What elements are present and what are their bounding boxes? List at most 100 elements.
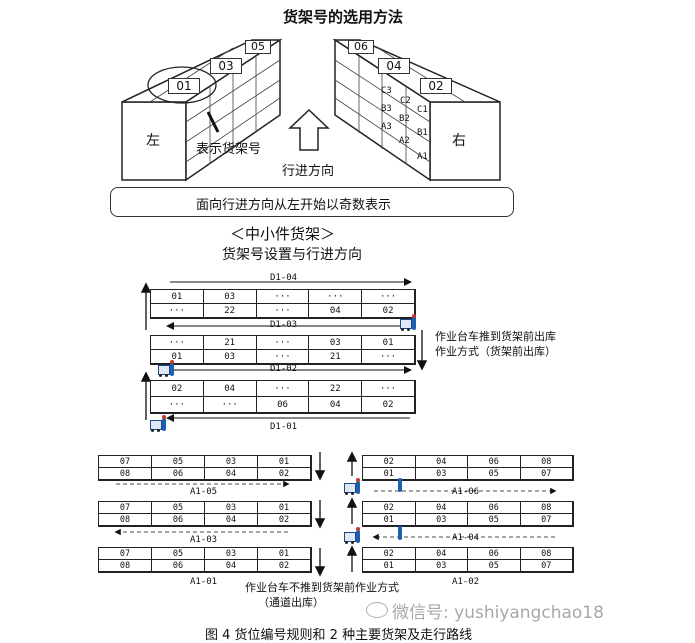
rack-cell: 07: [520, 560, 573, 572]
cell-label-a3: A3: [381, 122, 392, 132]
rack-cell: ···: [203, 397, 257, 413]
rack-cell: 04: [309, 304, 363, 318]
rack-cell: ···: [309, 290, 363, 304]
rack-cell: 04: [205, 560, 258, 572]
rack-cell: 01: [258, 502, 311, 514]
rack-cell: 02: [258, 468, 311, 480]
rack-cell: ···: [256, 336, 310, 350]
rack-cell: 04: [415, 548, 468, 560]
rack-cell: 01: [258, 548, 311, 560]
cell-label-a2: A2: [399, 136, 410, 146]
aisle-label-d1-01: D1-01: [270, 422, 298, 432]
rack-cell: 01: [151, 350, 204, 364]
diagram-title: 货架号的选用方法: [283, 8, 404, 26]
cart-worker-icon: [400, 314, 416, 331]
rack-cell: 01: [363, 468, 416, 480]
rack-cell: 03: [205, 548, 258, 560]
rack-cell: 08: [520, 548, 573, 560]
bottom-annotation-2: （通道出库）: [258, 596, 324, 609]
left-tag-01: 01: [168, 78, 200, 94]
cell-label-b1: B1: [417, 128, 428, 138]
rack-cell: 07: [99, 456, 152, 468]
walking-worker-icon: [398, 478, 402, 492]
rack-cell: 08: [99, 468, 152, 480]
rack-cell: 03: [203, 350, 257, 364]
rack-cell: 05: [468, 514, 521, 526]
right-tag-02: 02: [420, 78, 452, 94]
rack-cell: 03: [309, 336, 363, 350]
aisle-rack-right-2: 02 04 06 08 01 03 05 07: [362, 501, 574, 527]
small-parts-subheading: 货架号设置与行进方向: [222, 247, 362, 263]
aisle-label-d1-04: D1-04: [270, 273, 298, 283]
rack-cell: 08: [520, 502, 573, 514]
rack-cell: ···: [256, 381, 310, 397]
rack-cell: 02: [363, 502, 416, 514]
aisle-label-a1-04: A1-04: [452, 533, 480, 543]
rack-cell: 03: [415, 468, 468, 480]
rack-cell: 21: [203, 336, 257, 350]
small-rack-1: 01 03 ··· ··· ··· ··· 22 ··· 04 02: [150, 289, 416, 319]
cell-label-c3: C3: [381, 86, 392, 96]
rack-cell: 02: [258, 514, 311, 526]
bottom-annotation-1: 作业台车不推到货架前作业方式: [245, 581, 399, 594]
rack-cell: ···: [151, 397, 204, 413]
walking-worker-icon: [398, 526, 402, 540]
small-rack-2: ··· 21 ··· 03 01 01 03 ··· 21 ···: [150, 335, 416, 365]
rack-cell: 05: [468, 468, 521, 480]
aisle-label-a1-06: A1-06: [452, 487, 480, 497]
rack-cell: 02: [362, 397, 415, 413]
aisle-label-a1-05: A1-05: [190, 487, 218, 497]
aisle-label-a1-03: A1-03: [190, 535, 218, 545]
rack-cell: 07: [99, 502, 152, 514]
cell-label-a1: A1: [417, 152, 428, 162]
rack-cell: 01: [363, 560, 416, 572]
rack-cell: 05: [152, 502, 205, 514]
rack-cell: 03: [415, 514, 468, 526]
rack-cell: 04: [309, 397, 363, 413]
left-tag-03: 03: [210, 58, 242, 74]
rack-cell: ···: [151, 336, 204, 350]
rack-cell: 05: [152, 548, 205, 560]
rack-cell: 02: [258, 560, 311, 572]
small-parts-heading: ＜中小件货架＞: [230, 225, 336, 243]
rack-cell: 06: [468, 548, 521, 560]
rack-cell: 02: [151, 381, 204, 397]
small-rack-3: 02 04 ··· 22 ··· ··· ··· 06 04 02: [150, 380, 416, 414]
rack-cell: ···: [362, 381, 415, 397]
rack-cell: 06: [152, 560, 205, 572]
rack-cell: 07: [520, 514, 573, 526]
rack-cell: ···: [362, 290, 415, 304]
cart-worker-icon: [344, 478, 360, 495]
aisle-label-d1-03: D1-03: [270, 320, 298, 330]
aisle-rack-left-2: 07 05 03 01 08 06 04 02: [98, 501, 312, 527]
rack-cell: ···: [362, 350, 415, 364]
rack-cell: 01: [258, 456, 311, 468]
rack-cell: 08: [99, 560, 152, 572]
rack-cell: 08: [99, 514, 152, 526]
aisle-rack-right-1: 02 04 06 08 01 03 05 07: [362, 455, 574, 481]
rack-cell: 22: [203, 304, 257, 318]
small-parts-annotation-2: 作业方式（货架前出库）: [435, 345, 556, 358]
rack-cell: 04: [203, 381, 257, 397]
left-tag-05: 05: [245, 40, 271, 54]
rule-box: [110, 187, 514, 217]
rack-cell: 01: [151, 290, 204, 304]
small-parts-annotation-1: 作业台车推到货架前出库: [435, 330, 556, 343]
cart-worker-icon: [150, 415, 166, 432]
cell-label-c1: C1: [417, 105, 428, 115]
rack-cell: 06: [256, 397, 310, 413]
cart-worker-icon: [344, 527, 360, 544]
rack-cell: 03: [415, 560, 468, 572]
rack-cell: 02: [362, 304, 415, 318]
watermark: 微信号: yushiyangchao18: [392, 603, 604, 623]
rack-cell: ···: [256, 350, 310, 364]
rack-cell: 08: [520, 456, 573, 468]
rack-cell: 06: [152, 468, 205, 480]
wechat-icon: [366, 602, 388, 618]
rule-text: 面向行进方向从左开始以奇数表示: [196, 198, 392, 213]
rack-cell: 06: [468, 456, 521, 468]
rack-cell: 22: [309, 381, 363, 397]
rack-cell: 04: [205, 468, 258, 480]
rack-cell: 04: [415, 456, 468, 468]
